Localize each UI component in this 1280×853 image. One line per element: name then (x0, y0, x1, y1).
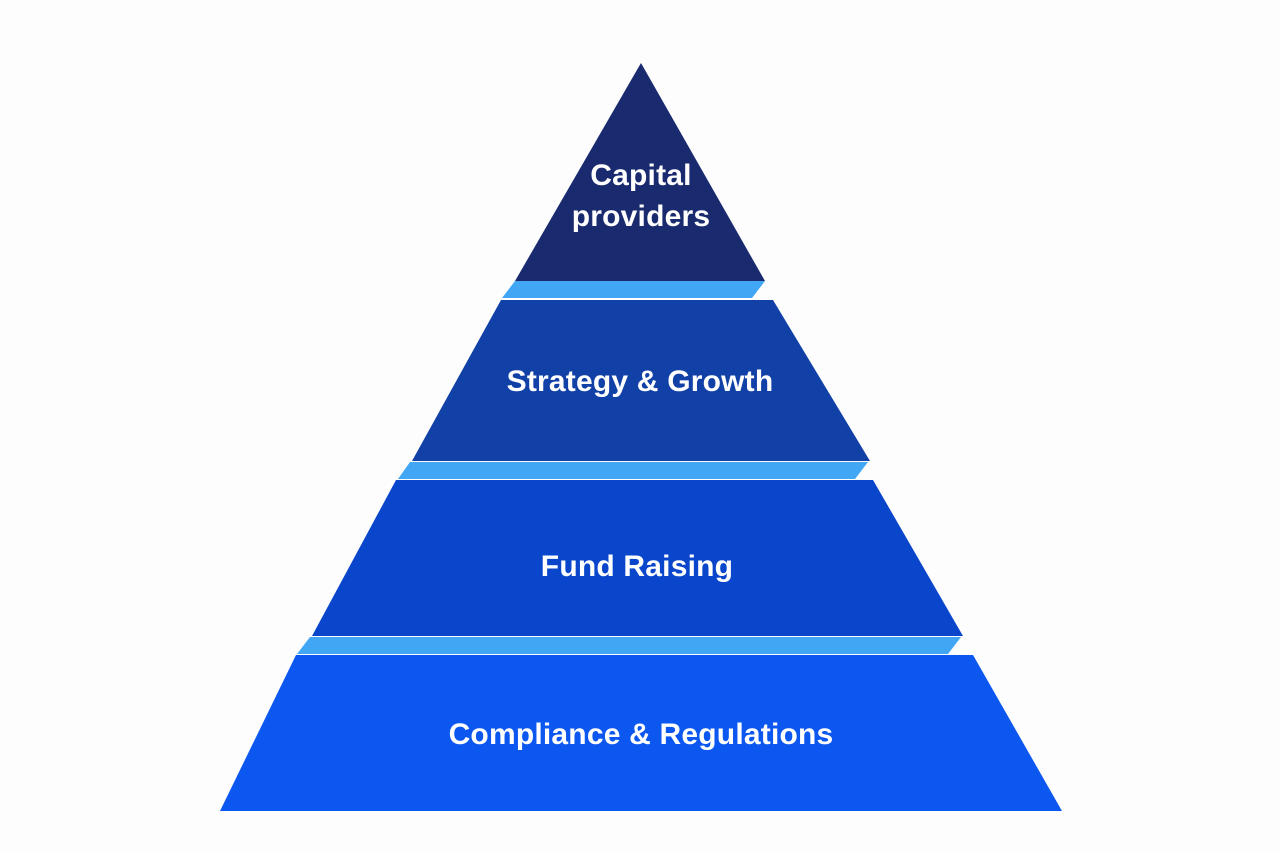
layer-label-fund-raising: Fund Raising (541, 550, 733, 583)
pyramid-layer-strategy-growth (412, 300, 870, 461)
layer-label-strategy-growth: Strategy & Growth (507, 365, 774, 398)
layer-separator-2 (398, 462, 868, 479)
layer-separator-3 (297, 637, 961, 654)
layer-separator-1 (502, 281, 765, 298)
layer-label-capital-line2: providers (572, 200, 711, 233)
layer-label-compliance-regulations: Compliance & Regulations (449, 718, 834, 751)
pyramid-layer-compliance-regulations (220, 655, 1062, 811)
layer-label-capital-line1: Capital (590, 159, 691, 192)
pyramid-layer-capital-providers (515, 63, 765, 281)
pyramid-layer-fund-raising (312, 480, 963, 636)
